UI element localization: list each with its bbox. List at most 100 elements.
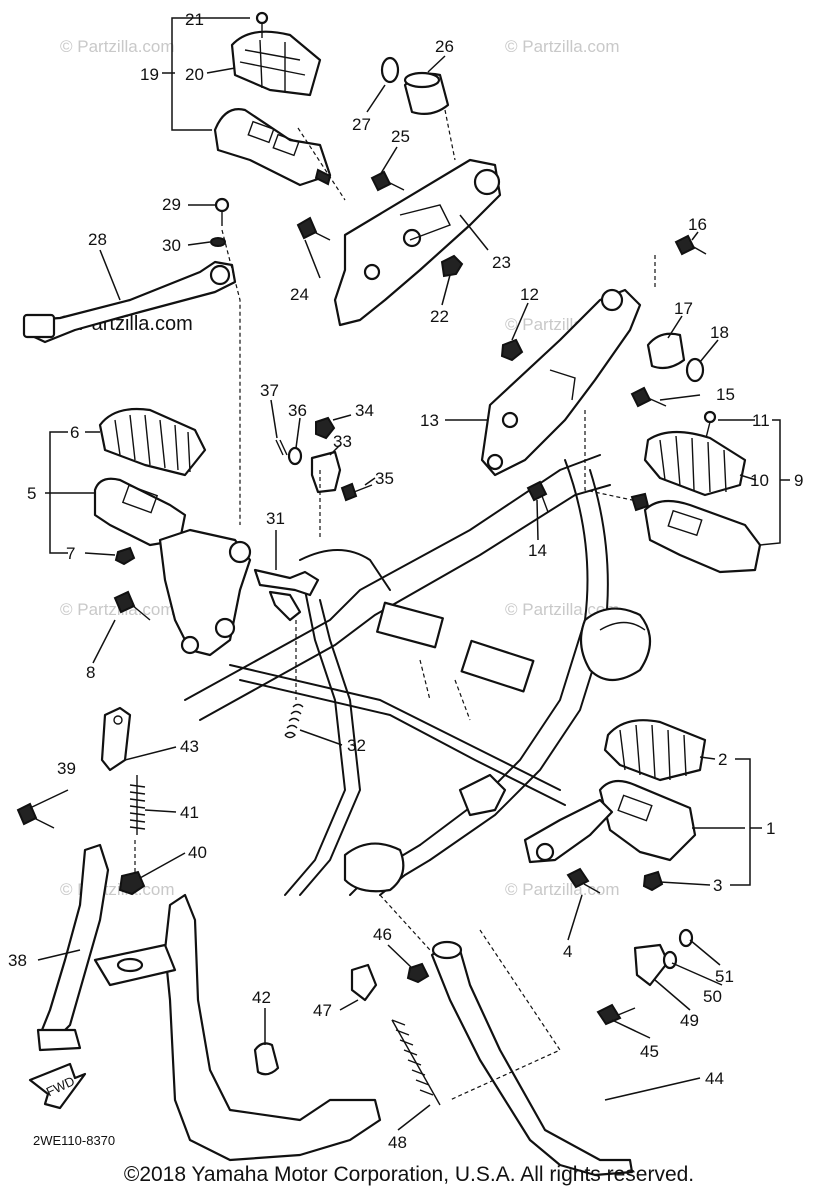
- callout-8: 8: [86, 663, 95, 682]
- watermark: © Partzilla.com: [60, 37, 175, 56]
- plate-49: [633, 943, 670, 987]
- callout-3: 3: [713, 876, 722, 895]
- callout-numbers: 1 2 3 4 5 6 7 8 9 10 11 12 13 14 15 16 1…: [8, 10, 803, 1152]
- watermark: © Partzilla.com: [505, 37, 620, 56]
- spring-48: [391, 1019, 441, 1106]
- callout-38: 38: [8, 951, 27, 970]
- leader-lines: [29, 17, 790, 1131]
- collar-27: [380, 56, 400, 84]
- washer-30: [210, 237, 226, 247]
- footrest-9: [630, 492, 762, 574]
- footrest-1: [523, 779, 697, 864]
- callout-28: 28: [88, 230, 107, 249]
- footrest-19: [213, 108, 332, 187]
- damper-42: [253, 1042, 280, 1076]
- callout-46: 46: [373, 925, 392, 944]
- callout-24: 24: [290, 285, 309, 304]
- bolt-8: [113, 590, 151, 621]
- bolt-24: [296, 216, 331, 241]
- callout-2: 2: [718, 750, 727, 769]
- nut-7: [114, 546, 136, 566]
- bolt-16: [674, 234, 707, 256]
- callout-30: 30: [162, 236, 181, 255]
- nut-51: [678, 928, 694, 948]
- callout-51: 51: [715, 967, 734, 986]
- callout-48: 48: [388, 1133, 407, 1152]
- nut-46: [406, 962, 430, 984]
- callout-26: 26: [435, 37, 454, 56]
- bushing-17: [646, 332, 686, 370]
- callout-25: 25: [391, 127, 410, 146]
- washer-50: [662, 950, 678, 970]
- arm-28: [22, 260, 237, 344]
- watermarks: © Partzilla.com © Partzilla.com © Partzi…: [58, 37, 620, 899]
- footrest-bracket-23: [333, 158, 502, 327]
- callout-9: 9: [794, 471, 803, 490]
- spring-32: [284, 703, 304, 739]
- callout-31: 31: [266, 509, 285, 528]
- collar-18: [685, 357, 705, 383]
- main-stand-38: [36, 843, 382, 1162]
- spring-41: [129, 775, 146, 835]
- callout-7: 7: [66, 544, 75, 563]
- fwd-arrow: FWD: [28, 1062, 87, 1110]
- footrest-rubber-20: [230, 30, 322, 97]
- bracket-13: [480, 288, 642, 477]
- copyright-notice: ©2018 Yamaha Motor Corporation, U.S.A. A…: [123, 1163, 695, 1186]
- callout-4: 4: [563, 942, 572, 961]
- pin-37: [275, 439, 288, 456]
- nut-12: [500, 338, 524, 362]
- callout-50: 50: [703, 987, 722, 1006]
- watermark: © Partzilla.com: [60, 600, 175, 619]
- bolt-21: [255, 11, 269, 38]
- shaft-31: [253, 568, 320, 622]
- side-stand-44: [430, 940, 634, 1177]
- bolt-4: [566, 867, 601, 894]
- callout-43: 43: [180, 737, 199, 756]
- callout-40: 40: [188, 843, 207, 862]
- callout-41: 41: [180, 803, 199, 822]
- callout-10: 10: [750, 471, 769, 490]
- bolt-35: [340, 482, 373, 502]
- callout-27: 27: [352, 115, 371, 134]
- bushing-26: [403, 71, 450, 115]
- callout-22: 22: [430, 307, 449, 326]
- callout-29: 29: [162, 195, 181, 214]
- callout-17: 17: [674, 299, 693, 318]
- watermark: © Partzilla.com: [60, 880, 175, 899]
- callout-35: 35: [375, 469, 394, 488]
- nut-3: [642, 870, 664, 892]
- footrest-rubber-6: [98, 407, 207, 477]
- callout-5: 5: [27, 484, 36, 503]
- collar-40: [118, 870, 146, 896]
- callout-37: 37: [260, 381, 279, 400]
- callout-39: 39: [57, 759, 76, 778]
- callout-20: 20: [185, 65, 204, 84]
- callout-36: 36: [288, 401, 307, 420]
- frame-outline: [184, 454, 652, 896]
- switch-45: [596, 1003, 636, 1026]
- callout-1: 1: [766, 819, 775, 838]
- bolt-15: [630, 386, 667, 408]
- nut-34: [315, 416, 336, 440]
- bracket-left: [158, 528, 252, 657]
- watermark: © Partzilla.com: [505, 880, 620, 899]
- callout-23: 23: [492, 253, 511, 272]
- callout-49: 49: [680, 1011, 699, 1030]
- callout-33: 33: [333, 432, 352, 451]
- watermark: © Partzilla.com: [505, 600, 620, 619]
- assembly-dash-lines: [134, 109, 656, 1101]
- callout-15: 15: [716, 385, 735, 404]
- bolt-39: [16, 802, 55, 829]
- callout-13: 13: [420, 411, 439, 430]
- callout-18: 18: [710, 323, 729, 342]
- joint-33: [310, 450, 342, 494]
- bracket-43: [100, 706, 132, 772]
- callout-32: 32: [347, 736, 366, 755]
- callout-45: 45: [640, 1042, 659, 1061]
- bracket-47: [350, 963, 378, 1002]
- washer-36: [287, 446, 303, 466]
- callout-19: 19: [140, 65, 159, 84]
- bolt-29: [214, 197, 230, 226]
